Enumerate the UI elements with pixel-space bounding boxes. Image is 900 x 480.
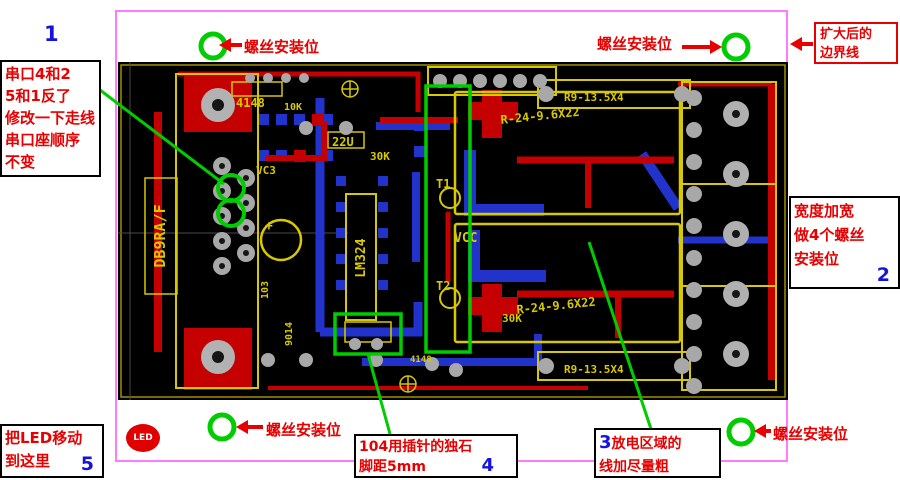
silk-label-res-top: R9-13.5X4 xyxy=(564,91,624,104)
callout-number-2: 2 xyxy=(876,264,890,286)
silk-label-4148b: 4148 xyxy=(410,355,432,365)
cap104-note-line1: 104用插针的独石 xyxy=(359,439,473,455)
silk-label-9014: 9014 xyxy=(284,322,295,346)
led-note-line1: 把LED移动 xyxy=(5,429,83,447)
boundary-note-line1: 扩大后的 xyxy=(820,27,873,42)
serial-note-line4: 串口座顺序 xyxy=(5,131,81,149)
boundary-note-box: 扩大后的 边界线 xyxy=(814,22,898,64)
screw-label-top-left: 螺丝安装位 xyxy=(244,38,320,56)
discharge-note-text1: 放电区域的 xyxy=(611,436,682,452)
highlight-pin-circle-2 xyxy=(216,198,246,228)
silk-label-t2: T2 xyxy=(436,279,450,293)
screw-label-bottom-left: 螺丝安装位 xyxy=(266,421,342,439)
serial-note-line5: 不变 xyxy=(5,153,36,171)
arrow-boundary-note xyxy=(790,37,813,51)
serial-note-line2: 5和1反了 xyxy=(5,87,71,105)
led-note-box: 把LED移动 到这里 5 xyxy=(0,424,104,478)
silk-label-vcc: VCC xyxy=(454,231,477,246)
serial-note-line1: 串口4和2 xyxy=(5,65,71,83)
callout-number-3: 3 xyxy=(599,432,612,453)
pads xyxy=(201,73,749,394)
silk-label-lm324: LM324 xyxy=(354,238,369,277)
serial-note-box: 串口4和2 5和1反了 修改一下走线 串口座顺序 不变 xyxy=(0,60,101,177)
silk-label-30k-top: 30K xyxy=(370,150,390,163)
discharge-note-box: 3放电区域的 线加尽量粗 xyxy=(594,428,721,478)
led-note-line2: 到这里 xyxy=(5,452,51,470)
silk-label-t1: T1 xyxy=(436,177,450,191)
silkscreen-labels: DB9RA/F 4148 10K VC3 + 22U 30K LM324 T1 … xyxy=(151,91,624,376)
pcb-canvas[interactable]: DB9RA/F 4148 10K VC3 + 22U 30K LM324 T1 … xyxy=(118,62,788,400)
width-note-box: 宽度加宽 做4个螺丝 安装位 2 xyxy=(789,196,900,289)
silk-label-plus: + xyxy=(265,219,273,234)
silk-label-103: 103 xyxy=(260,281,271,299)
callout-number-1: 1 xyxy=(44,22,59,46)
cap104-note-box: 104用插针的独石 脚距5mm 4 xyxy=(354,434,518,478)
width-note-line1: 宽度加宽 xyxy=(794,202,855,220)
serial-note-line3: 修改一下走线 xyxy=(5,109,96,127)
callout-number-4: 4 xyxy=(481,455,494,476)
silk-label-22u: 22U xyxy=(332,135,354,149)
highlight-column-rect xyxy=(424,84,472,354)
screw-label-top-right: 螺丝安装位 xyxy=(597,35,673,53)
led-marker: LED xyxy=(126,424,160,452)
silk-label-10k: 10K xyxy=(284,102,302,113)
silk-label-db9: DB9RA/F xyxy=(151,204,169,267)
width-note-line2: 做4个螺丝 xyxy=(794,226,865,244)
silk-label-vc3: VC3 xyxy=(256,164,276,177)
copper-zones-top xyxy=(184,76,518,390)
cap104-note-line2: 脚距5mm xyxy=(359,459,426,475)
boundary-note-line2: 边界线 xyxy=(820,46,860,61)
callout-number-5: 5 xyxy=(80,453,94,475)
silk-label-res-bottom: R9-13.5X4 xyxy=(564,363,624,376)
silk-label-4148: 4148 xyxy=(236,96,265,110)
screw-label-bottom-right: 螺丝安装位 xyxy=(773,425,849,443)
silk-label-30k-bottom: 30K xyxy=(502,312,522,325)
width-note-line3: 安装位 xyxy=(794,250,840,268)
board-highlights xyxy=(216,84,472,356)
discharge-note-line1: 3放电区域的 xyxy=(599,431,716,456)
discharge-note-line2: 线加尽量粗 xyxy=(599,459,669,475)
